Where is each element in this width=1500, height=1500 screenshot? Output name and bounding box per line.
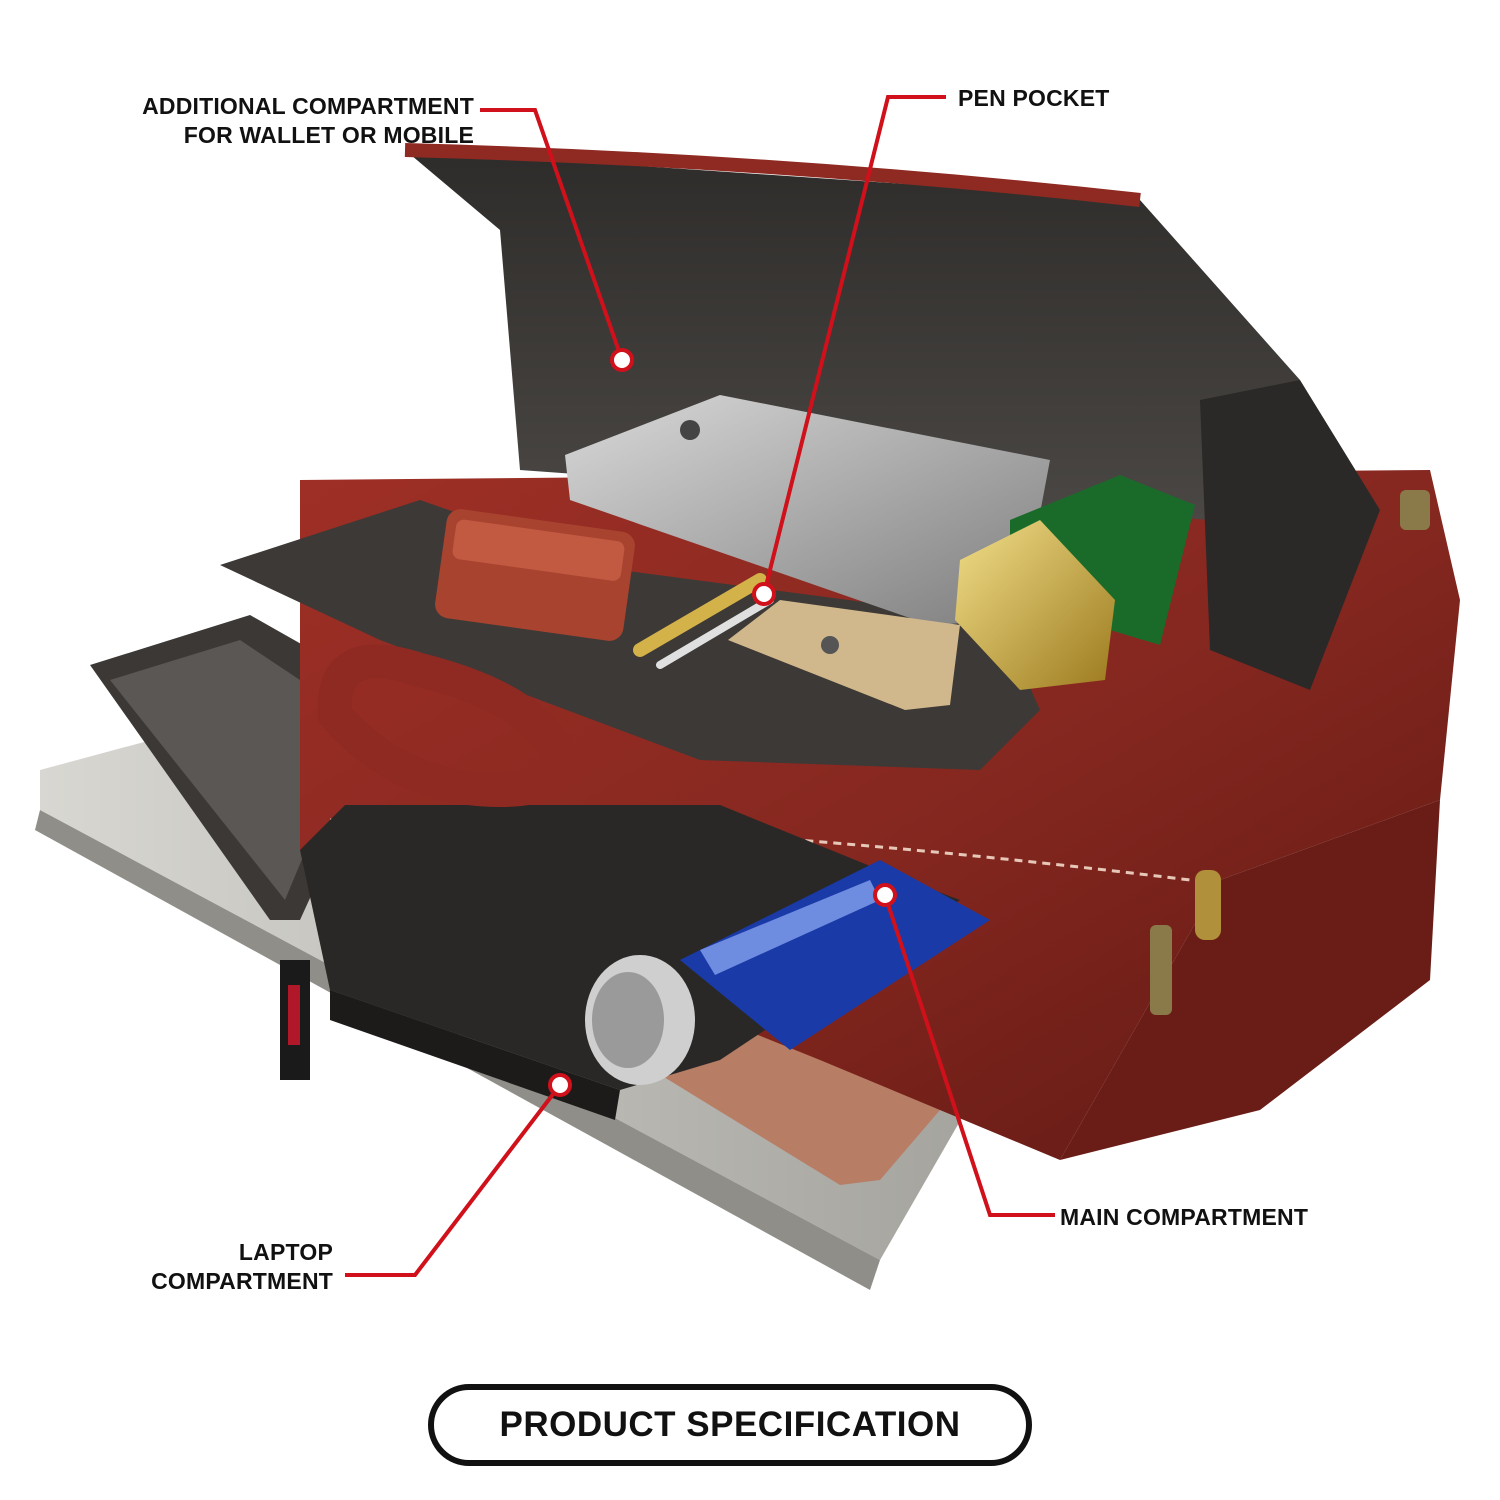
callout-additional-compartment: ADDITIONAL COMPARTMENT FOR WALLET OR MOB…: [60, 92, 474, 150]
marker-main: [873, 883, 897, 907]
callout-line: FOR WALLET OR MOBILE: [183, 122, 474, 148]
organizer-panel: [220, 500, 1040, 770]
callout-laptop-compartment: LAPTOP COMPARTMENT: [90, 1238, 333, 1296]
leader-line-pen: [762, 95, 946, 595]
tablet: [565, 395, 1050, 625]
laptop-sleeve: [280, 805, 960, 1120]
callout-line: ADDITIONAL COMPARTMENT: [142, 93, 474, 119]
callout-main-compartment: MAIN COMPARTMENT: [1060, 1203, 1308, 1232]
leader-line-additional: [480, 108, 624, 361]
pens: [633, 573, 774, 669]
leader-lines: [345, 95, 1055, 1277]
perfume-bottle: [955, 475, 1195, 690]
leader-line-main: [883, 894, 1055, 1217]
callout-line: LAPTOP: [238, 1239, 333, 1265]
water-bottle: [585, 860, 990, 1085]
product-specification-banner: PRODUCT SPECIFICATION: [428, 1384, 1032, 1466]
banner-label: PRODUCT SPECIFICATION: [499, 1405, 961, 1444]
wallet: [435, 509, 635, 641]
callout-line: PEN POCKET: [958, 85, 1110, 111]
side-flap: [1200, 380, 1380, 690]
zipper-pulls: [1150, 490, 1430, 1015]
marker-pen: [752, 582, 776, 606]
open-flap: [404, 143, 1300, 520]
callout-line: COMPARTMENT: [151, 1268, 333, 1294]
callout-line: MAIN COMPARTMENT: [1060, 1204, 1309, 1230]
bag-handle: [317, 644, 578, 808]
marker-additional: [610, 348, 634, 372]
leader-line-laptop: [345, 1083, 562, 1277]
mobile-phone: [728, 600, 960, 710]
marker-laptop: [548, 1073, 572, 1097]
callout-pen-pocket: PEN POCKET: [958, 84, 1110, 113]
